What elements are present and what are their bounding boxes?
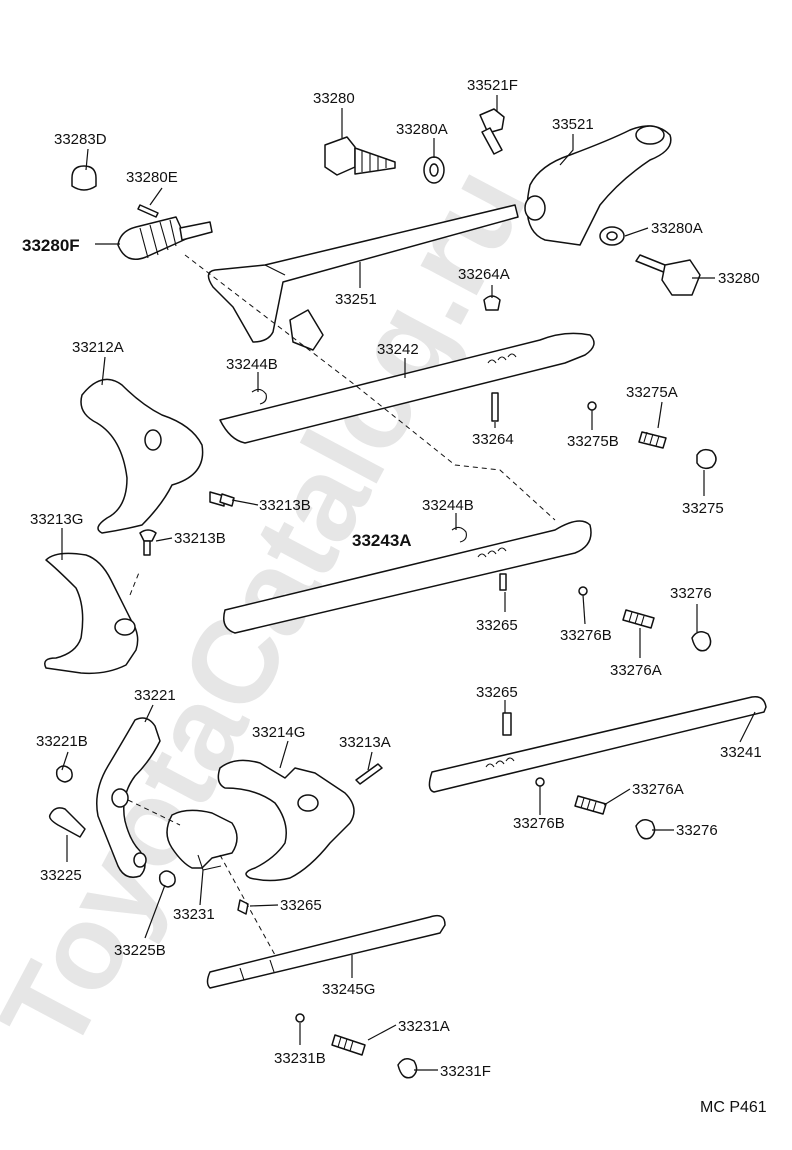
label-33225: 33225 bbox=[40, 867, 82, 884]
label-33241: 33241 bbox=[720, 744, 762, 761]
washer-33225B[interactable] bbox=[158, 870, 176, 888]
label-33276A-a: 33276A bbox=[610, 662, 662, 679]
spring-33275A[interactable] bbox=[638, 431, 667, 449]
label-33265-c: 33265 bbox=[280, 897, 322, 914]
plug-33231F[interactable] bbox=[397, 1058, 418, 1079]
fork-33213G[interactable] bbox=[44, 552, 139, 675]
lever-33221[interactable] bbox=[96, 717, 161, 878]
label-33280E: 33280E bbox=[126, 169, 178, 186]
label-33280A-right: 33280A bbox=[651, 220, 703, 237]
label-33264A: 33264A bbox=[458, 266, 510, 283]
cap-33283D[interactable] bbox=[71, 165, 97, 191]
clip-33244B-top[interactable] bbox=[251, 388, 267, 405]
label-33265-a: 33265 bbox=[476, 617, 518, 634]
bolt-33521F[interactable] bbox=[479, 108, 505, 155]
clip-33221B[interactable] bbox=[55, 765, 73, 783]
label-33213G: 33213G bbox=[30, 511, 83, 528]
plug-33276-a[interactable] bbox=[691, 631, 712, 652]
spring-33280F[interactable] bbox=[117, 216, 213, 260]
fork-33212A[interactable] bbox=[80, 378, 204, 534]
shaft-33242[interactable] bbox=[219, 332, 595, 444]
label-33264: 33264 bbox=[472, 431, 514, 448]
clip-33244B-mid[interactable] bbox=[451, 526, 467, 543]
spring-33276A-a[interactable] bbox=[622, 609, 655, 629]
bolt-33264A[interactable] bbox=[483, 295, 501, 311]
label-33275B: 33275B bbox=[567, 433, 619, 450]
fork-33214G[interactable] bbox=[217, 759, 355, 882]
label-33265-b: 33265 bbox=[476, 684, 518, 701]
labels: 33280 33521F 33521 33283D 33280A 33280E … bbox=[22, 77, 762, 1080]
label-33242: 33242 bbox=[377, 341, 419, 358]
label-33231B: 33231B bbox=[274, 1050, 326, 1067]
label-33521: 33521 bbox=[552, 116, 594, 133]
pin-33280E[interactable] bbox=[137, 204, 159, 218]
label-33251: 33251 bbox=[335, 291, 377, 308]
label-33283D: 33283D bbox=[54, 131, 107, 148]
pin-33265-a[interactable] bbox=[499, 573, 507, 591]
guide-line-d bbox=[219, 854, 276, 956]
leader-lines bbox=[61, 95, 756, 1071]
shaft-33243A[interactable] bbox=[223, 520, 592, 634]
washer-33280A-right[interactable] bbox=[599, 226, 625, 246]
label-33276: 33276 bbox=[670, 585, 712, 602]
plug-33276-b[interactable] bbox=[635, 819, 656, 840]
plug-33280-right[interactable] bbox=[635, 254, 701, 296]
label-33276B-a: 33276B bbox=[560, 627, 612, 644]
shaft-33251[interactable] bbox=[207, 204, 519, 351]
washer-33280A-top[interactable] bbox=[423, 156, 445, 184]
label-33231A: 33231A bbox=[398, 1018, 450, 1035]
spring-33276A-b[interactable] bbox=[574, 795, 607, 815]
bolt-33213B-a[interactable] bbox=[209, 491, 235, 507]
shaft-33241[interactable] bbox=[428, 695, 767, 793]
label-33275: 33275 bbox=[682, 500, 724, 517]
label-33213B-b: 33213B bbox=[174, 530, 226, 547]
label-33213B-a: 33213B bbox=[259, 497, 311, 514]
label-33243A: 33243A bbox=[352, 531, 412, 550]
pin-33225[interactable] bbox=[48, 807, 86, 838]
pin-33265-b[interactable] bbox=[502, 712, 512, 736]
label-33275A: 33275A bbox=[626, 384, 678, 401]
label-33245G: 33245G bbox=[322, 981, 375, 998]
bolt-33213B-b[interactable] bbox=[139, 529, 157, 556]
label-33214G: 33214G bbox=[252, 724, 305, 741]
plug-33275[interactable] bbox=[696, 448, 717, 470]
pin-33213A[interactable] bbox=[355, 763, 383, 785]
pin-33264[interactable] bbox=[491, 392, 499, 422]
label-33280: 33280 bbox=[313, 90, 355, 107]
label-33280A-top: 33280A bbox=[396, 121, 448, 138]
label-33231: 33231 bbox=[173, 906, 215, 923]
shaft-33245G[interactable] bbox=[206, 914, 446, 989]
label-33276B-b: 33276B bbox=[513, 815, 565, 832]
label-33225B: 33225B bbox=[114, 942, 166, 959]
label-33213A: 33213A bbox=[339, 734, 391, 751]
guide-line-b bbox=[129, 569, 141, 596]
label-33276A-b: 33276A bbox=[632, 781, 684, 798]
ball-33276B-b[interactable] bbox=[535, 777, 545, 787]
ball-33275B[interactable] bbox=[587, 401, 597, 411]
label-33221B: 33221B bbox=[36, 733, 88, 750]
spring-33231A[interactable] bbox=[331, 1034, 366, 1056]
page-code: MC P461 bbox=[700, 1099, 767, 1116]
label-33521F: 33521F bbox=[467, 77, 518, 94]
label-33280F: 33280F bbox=[22, 236, 80, 255]
ball-33231B[interactable] bbox=[295, 1013, 305, 1023]
lever-33521[interactable] bbox=[524, 125, 672, 246]
label-33244B-top: 33244B bbox=[226, 356, 278, 373]
label-33244B-mid: 33244B bbox=[422, 497, 474, 514]
label-33221: 33221 bbox=[134, 687, 176, 704]
label-33276-b: 33276 bbox=[676, 822, 718, 839]
label-33212A: 33212A bbox=[72, 339, 124, 356]
guide-line-a bbox=[184, 254, 556, 521]
plug-33280-top[interactable] bbox=[324, 136, 396, 176]
ball-33276B-a[interactable] bbox=[578, 586, 588, 596]
label-33231F: 33231F bbox=[440, 1063, 491, 1080]
label-33280-right: 33280 bbox=[718, 270, 760, 287]
pin-33265-c[interactable] bbox=[237, 899, 249, 915]
guide-line-c bbox=[127, 799, 181, 826]
